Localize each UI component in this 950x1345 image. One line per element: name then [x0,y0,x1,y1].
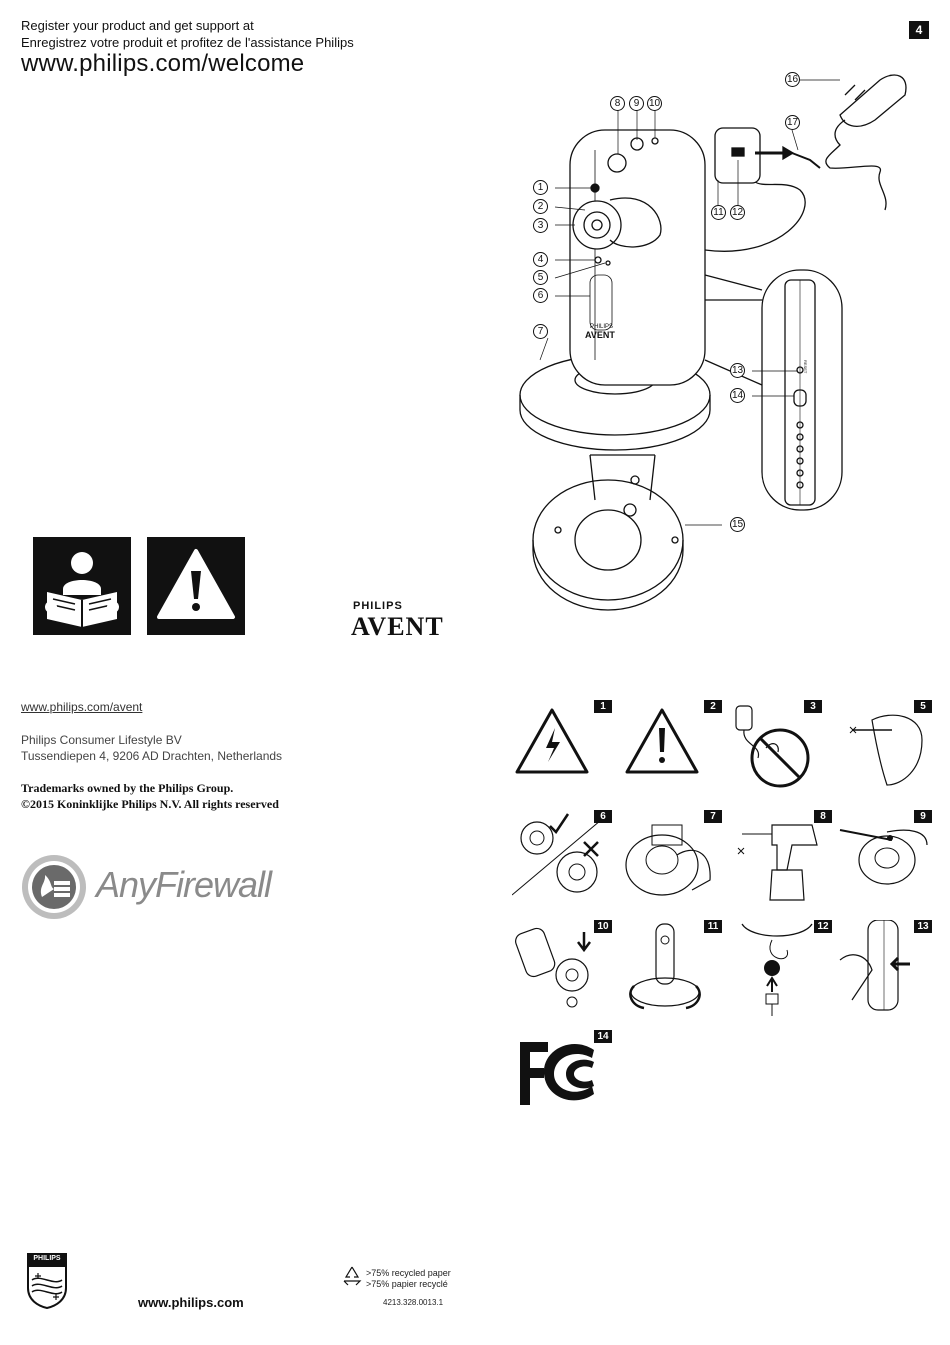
recycle-icon [343,1266,362,1286]
callout-9: 9 [629,96,644,111]
figure-7: 7 [622,810,722,910]
figure-9-badge: 9 [914,810,932,823]
callout-1: 1 [533,180,548,195]
figure-2-badge: 2 [704,700,722,713]
philips-shield-logo [27,1253,67,1310]
copyright-text: ©2015 Koninklijke Philips N.V. All right… [21,797,279,811]
figure-13: 13 [832,919,932,1020]
callout-11: 11 [711,205,726,220]
lightning-icon [546,728,560,762]
figure-3: 3 [722,700,822,800]
wall-mount [532,479,684,601]
document-code: 4213.328.0013.1 [383,1298,444,1307]
figure-10: 10 [512,920,612,1020]
figure-5: 5 [832,700,932,800]
figure-14: 14 [512,1030,612,1130]
warning-icon [147,537,245,635]
figure-8-badge: 8 [814,810,832,823]
callout-16: 16 [785,72,800,87]
recycled-paper-en: >75% recycled paper [366,1268,451,1278]
device-brand-big: AVENT [585,330,615,340]
reset-label: RESET [803,360,808,374]
figure-13-badge: 13 [914,920,932,933]
callout-7: 7 [533,324,548,339]
figure-1-badge: 1 [594,700,612,713]
callout-2: 2 [533,199,548,214]
callout-13: 13 [730,363,745,378]
callout-14: 14 [730,388,745,403]
figure-6-badge: 6 [594,810,612,823]
register-text-fr: Enregistrez votre produit et profitez de… [21,35,354,50]
figure-3-badge: 3 [804,700,822,713]
figure-11-badge: 11 [704,920,722,933]
callout-12: 12 [730,205,745,220]
figure-14-badge: 14 [594,1030,612,1043]
footer-url[interactable]: www.philips.com [138,1295,244,1310]
callout-6: 6 [533,288,548,303]
page-number: 4 [909,21,929,39]
company-address: Tussendiepen 4, 9206 AD Drachten, Nether… [21,749,283,763]
recycled-paper-fr: >75% papier recyclé [366,1279,448,1289]
callout-4: 4 [533,252,548,267]
avent-wordmark: AVENT [351,612,444,641]
figure-10-badge: 10 [594,920,612,933]
callout-8: 8 [610,96,625,111]
figure-9: 9 [832,810,932,910]
camera-body [569,129,706,386]
product-diagram: PHILIPS AVENT RESET [519,74,907,611]
figure-12-badge: 12 [814,920,832,933]
callout-15: 15 [730,517,745,532]
figure-8: 8 [732,810,832,910]
figure-1: 1 [512,700,612,800]
company-name: Philips Consumer Lifestyle BV [21,733,182,747]
anyfirewall-logo-icon [22,855,86,919]
register-text-en: Register your product and get support at [21,18,254,33]
fcc-logo-icon [520,1042,548,1105]
trademarks-text: Trademarks owned by the Philips Group. [21,781,234,795]
philips-shield-text: PHILIPS [33,1255,61,1262]
philips-wordmark: PHILIPS [353,600,403,612]
welcome-url[interactable]: www.philips.com/welcome [21,50,305,77]
callout-17: 17 [785,115,800,130]
anyfirewall-label: AnyFirewall [96,864,272,905]
figure-2: 2 [622,700,722,800]
figure-7-badge: 7 [704,810,722,823]
callout-10: 10 [647,96,662,111]
device-brand-small: PHILIPS [590,324,613,330]
callout-5: 5 [533,270,548,285]
callout-3: 3 [533,218,548,233]
avent-link[interactable]: www.philips.com/avent [21,700,143,714]
figure-11: 11 [622,920,722,1020]
figure-12: 12 [732,920,832,1020]
read-manual-icon [33,537,131,635]
figure-6: 6 [511,810,612,910]
figure-5-badge: 5 [914,700,932,713]
